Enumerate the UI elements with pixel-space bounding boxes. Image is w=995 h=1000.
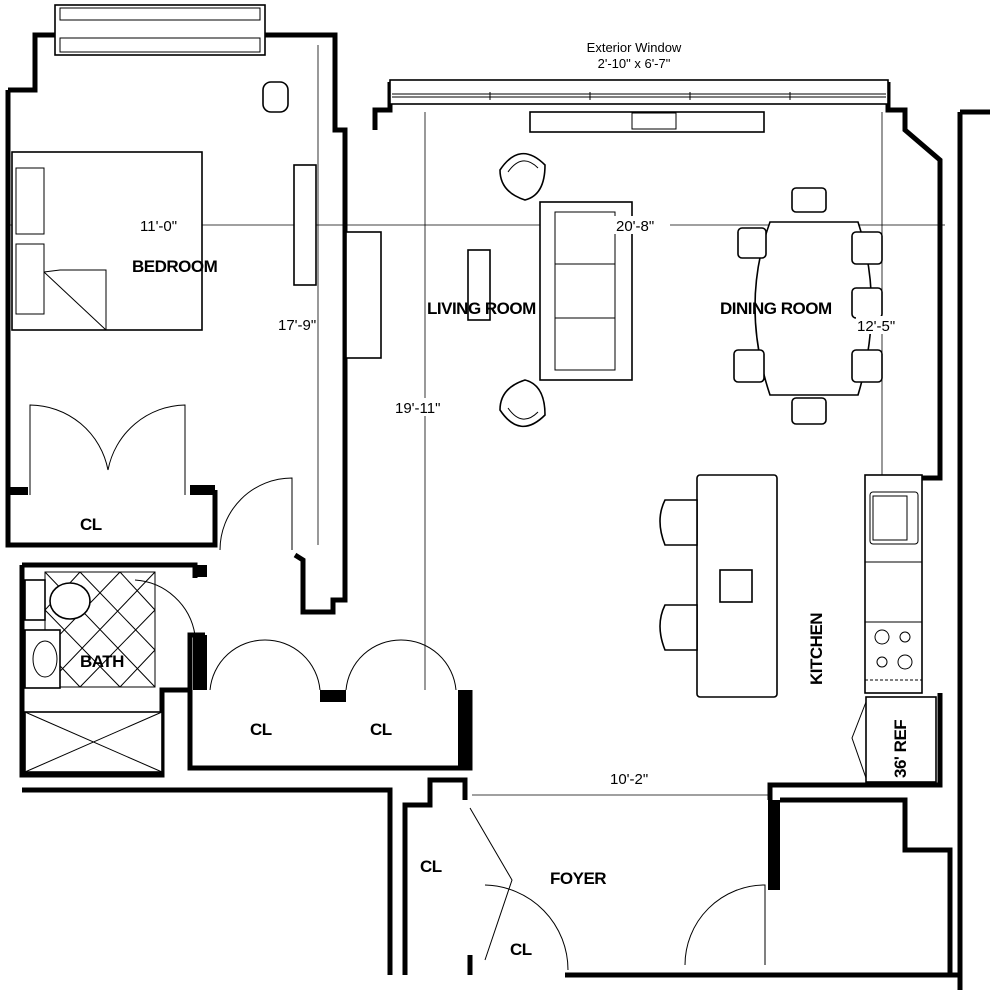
foyer-label: FOYER — [550, 869, 606, 888]
closet-label: CL — [370, 720, 392, 739]
armchair — [499, 152, 546, 201]
walls — [5, 32, 990, 990]
living-width-dim: 20'-8" — [616, 218, 654, 235]
window-note-size: 2'-10" x 6'-7" — [598, 56, 671, 71]
room-labels: BEDROOM LIVING ROOM DINING ROOM CL BATH … — [80, 257, 910, 959]
living-length-dim: 19'-11" — [395, 400, 440, 417]
kitchen-label: KITCHEN — [807, 613, 826, 685]
window-note: Exterior Window 2'-10" x 6'-7" — [587, 40, 682, 71]
closet-label: CL — [80, 515, 102, 534]
window-note-title: Exterior Window — [587, 40, 682, 55]
closet-label: CL — [420, 857, 442, 876]
closet-label: CL — [250, 720, 272, 739]
bed — [11, 151, 203, 331]
kitchen-counter — [864, 474, 923, 694]
dining-room-label: DINING ROOM — [720, 299, 832, 318]
foyer-width-dim: 10'-2" — [610, 771, 648, 788]
refrigerator — [851, 696, 937, 783]
sofa — [539, 201, 633, 381]
dresser — [293, 164, 317, 286]
dimension-labels: 11'-0" 20'-8" 17'-9" 19'-11" 12'-5" 10'-… — [138, 216, 912, 788]
media-console — [345, 231, 382, 359]
bedroom-window — [54, 4, 266, 56]
kitchen-island — [659, 474, 778, 698]
dining-table — [733, 187, 883, 425]
living-room-label: LIVING ROOM — [427, 299, 536, 318]
bedroom-label: BEDROOM — [132, 257, 218, 276]
dining-length-dim: 12'-5" — [857, 318, 895, 335]
coffee-table — [467, 249, 491, 321]
armchair — [499, 379, 546, 428]
bedroom-length-dim: 17'-9" — [278, 317, 316, 334]
refrigerator-label: 36' REF — [891, 720, 910, 778]
closet-label: CL — [510, 940, 532, 959]
doors — [29, 404, 766, 971]
bath-label: BATH — [80, 652, 124, 671]
nightstand-lamp — [262, 81, 289, 113]
exterior-window — [389, 79, 889, 133]
wall-solids — [10, 485, 780, 890]
bedroom-width-dim: 11'-0" — [140, 218, 177, 235]
bath-fixtures — [24, 571, 163, 773]
